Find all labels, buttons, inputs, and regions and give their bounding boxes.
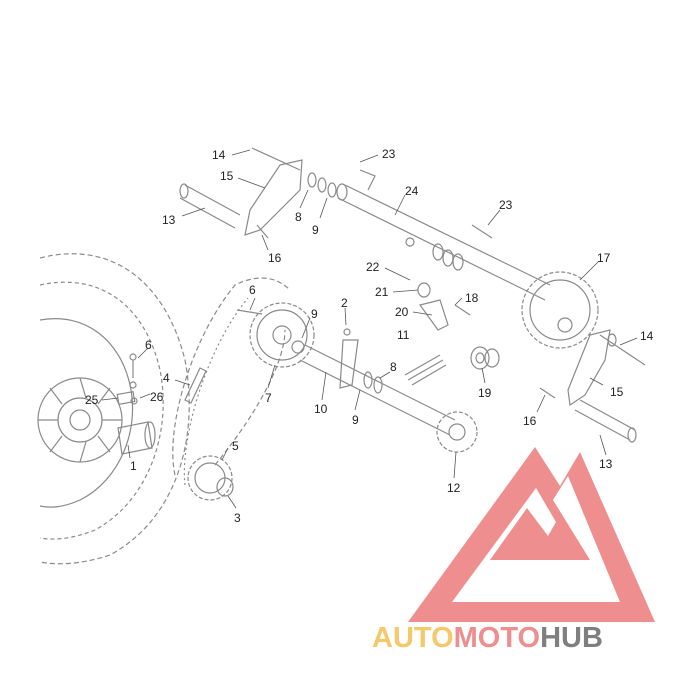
callout-14b: 14 — [640, 329, 654, 343]
callout-8a: 8 — [295, 210, 302, 224]
bolt-23 — [471, 224, 493, 239]
automotohub-logo: AUTOMOTOHUB — [372, 447, 655, 654]
callout-12: 12 — [447, 481, 461, 495]
callout-25: 25 — [85, 393, 99, 407]
chain-tensioner-4 — [184, 367, 207, 404]
callout-15b: 15 — [610, 385, 624, 399]
callout-6a: 6 — [145, 338, 152, 352]
callout-23b: 23 — [499, 198, 513, 212]
callout-numbers: 1 2 3 4 5 6 6 7 8 8 9 9 9 10 11 12 13 13… — [85, 147, 654, 525]
sprocket-17 — [521, 271, 599, 349]
rear-wheel — [37, 253, 190, 565]
callout-10: 10 — [314, 402, 328, 416]
callout-2: 2 — [341, 296, 348, 310]
callout-19: 19 — [478, 386, 492, 400]
callout-8b: 8 — [390, 360, 397, 374]
callout-9c: 9 — [352, 413, 359, 427]
callout-9a: 9 — [312, 223, 319, 237]
callout-26: 26 — [150, 390, 164, 404]
callout-22: 22 — [366, 260, 380, 274]
upper-shaft-24 — [336, 169, 551, 301]
logo-text-hub: HUB — [540, 622, 603, 654]
washer-19 — [470, 346, 500, 370]
logo-text-moto: MOTO — [454, 622, 540, 654]
logo-mark-icon — [408, 447, 655, 622]
callout-5: 5 — [232, 439, 239, 453]
drive-chain — [172, 277, 291, 486]
sprocket-5 — [187, 455, 234, 501]
callout-13a: 13 — [162, 213, 176, 227]
callout-1: 1 — [130, 459, 137, 473]
callout-3: 3 — [234, 511, 241, 525]
svg-text:AUTOMOTOHUB: AUTOMOTOHUB — [372, 622, 603, 654]
sprocket-7 — [249, 302, 315, 368]
washers-lower — [363, 371, 383, 394]
lower-shaft-10 — [291, 340, 478, 453]
callout-21: 21 — [375, 285, 389, 299]
spring-11 — [404, 354, 447, 386]
left-bracket — [179, 147, 337, 239]
right-bracket — [539, 329, 646, 443]
callout-15a: 15 — [220, 169, 234, 183]
hub-assembly — [116, 353, 156, 455]
leader-lines — [101, 149, 638, 509]
callout-4: 4 — [163, 371, 170, 385]
callout-16a: 16 — [268, 251, 282, 265]
callout-14a: 14 — [212, 148, 226, 162]
callout-23a: 23 — [382, 147, 396, 161]
callout-6b: 6 — [249, 283, 256, 297]
callout-24: 24 — [405, 184, 419, 198]
bolt-6 — [236, 309, 263, 315]
callout-9b: 9 — [311, 307, 318, 321]
bracket-2 — [339, 328, 359, 389]
callout-11: 11 — [397, 328, 410, 342]
callout-17: 17 — [597, 251, 611, 265]
logo-text-auto: AUTO — [372, 622, 454, 654]
arm-20 — [417, 282, 471, 331]
callout-13b: 13 — [599, 457, 613, 471]
callout-16b: 16 — [523, 414, 537, 428]
callout-20: 20 — [395, 305, 409, 319]
callout-18: 18 — [465, 291, 479, 305]
callout-7: 7 — [265, 391, 272, 405]
